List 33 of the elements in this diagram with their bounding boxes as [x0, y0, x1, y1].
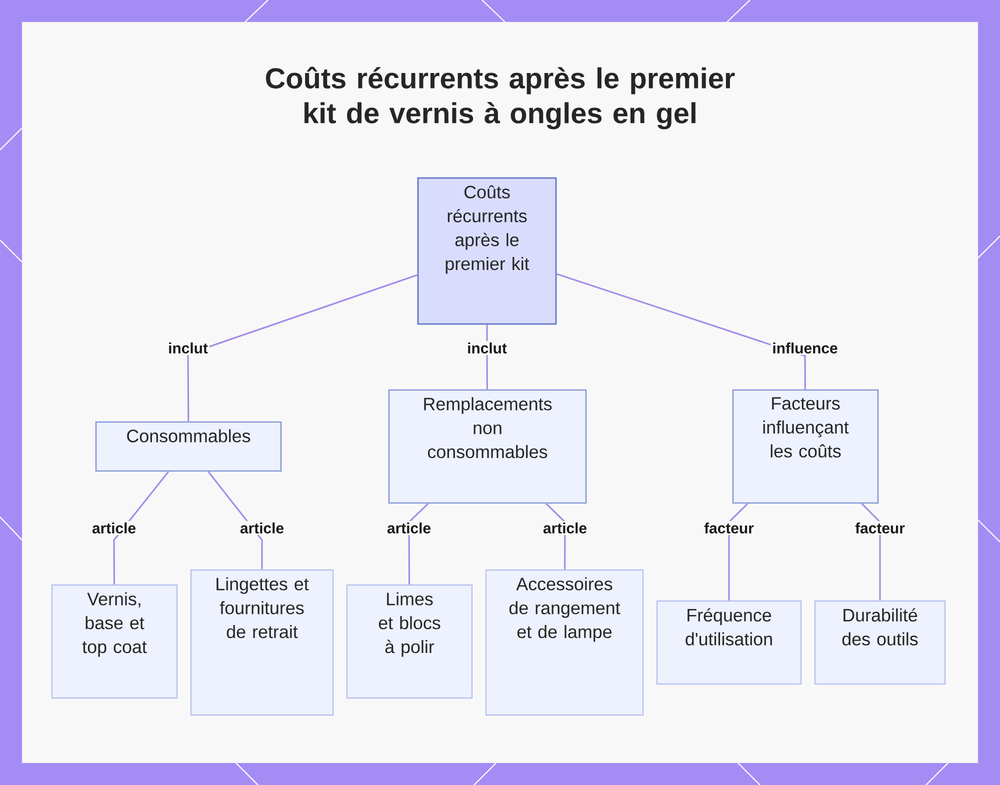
connector-line — [556, 273, 806, 390]
edge-label: inclut — [166, 341, 210, 355]
node-text: Accessoires de rangement et de lampe — [509, 577, 620, 642]
edge-label: article — [386, 521, 433, 535]
category-box — [732, 389, 879, 504]
edge-label: inclut — [466, 341, 508, 355]
category-box — [95, 421, 282, 472]
node-text: Lingettes et fournitures de retrait — [216, 577, 309, 638]
root-box — [417, 177, 557, 325]
node-text: Coûts récurrents après le premier kit — [446, 185, 530, 274]
node-text: Fréquence d'utilisation — [686, 608, 772, 646]
node-text: Limes et blocs à polir — [378, 592, 440, 657]
edge-label: article — [542, 521, 589, 535]
edge-label: article — [90, 521, 138, 535]
item-box — [485, 569, 644, 716]
node-text: Vernis, base et top coat — [82, 592, 147, 657]
title: Coûts récurrents après le premier kit de vernis à ongles en gel — [266, 66, 735, 130]
category-box — [388, 389, 587, 504]
node-text: Facteurs influençant les coûts — [763, 397, 849, 458]
item-box — [814, 600, 946, 685]
edge-label: influence — [770, 341, 840, 355]
edge-label: facteur — [854, 521, 906, 535]
item-box — [51, 584, 178, 699]
connector-line — [113, 471, 170, 584]
node-text: Remplacements non consommables — [424, 397, 552, 458]
edge-label: article — [238, 521, 286, 535]
node-text: Durabilité des outils — [842, 608, 918, 646]
item-box — [656, 600, 802, 685]
item-box — [190, 569, 334, 716]
node-text: Consommables — [127, 429, 250, 442]
edge-label: facteur — [702, 521, 756, 535]
item-box — [346, 584, 473, 699]
connector-line — [187, 274, 418, 422]
